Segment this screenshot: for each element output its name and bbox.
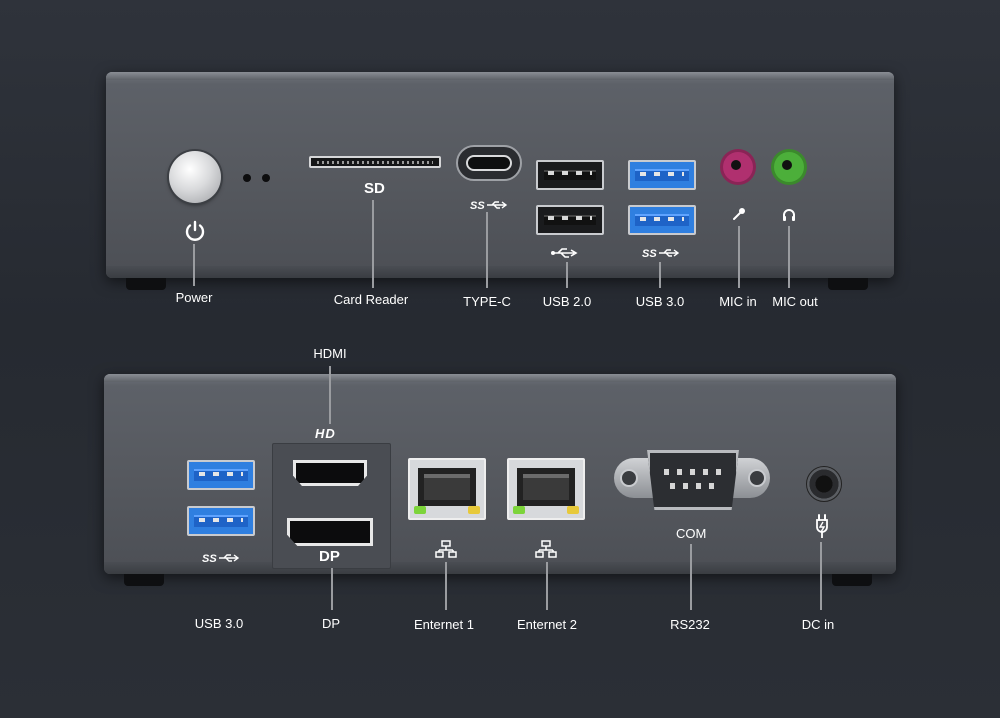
callout-usb20: USB 2.0: [542, 294, 592, 309]
callout-line: [486, 212, 488, 288]
hdmi-port[interactable]: [293, 460, 367, 486]
callout-line: [372, 200, 374, 288]
sd-card-slot[interactable]: [309, 156, 441, 168]
type-c-port[interactable]: [456, 145, 522, 181]
network-icon: [535, 540, 557, 558]
rear-usb3-port-bottom[interactable]: [187, 506, 255, 536]
front-foot-right: [828, 278, 868, 290]
svg-text:SS: SS: [470, 200, 485, 212]
hdmi-logo: HD: [313, 426, 338, 441]
headphone-icon: [783, 209, 795, 221]
dp-port-label: DP: [319, 548, 340, 565]
usb2-port-bottom[interactable]: [536, 205, 604, 235]
microphone-icon: [733, 208, 745, 220]
callout-line: [566, 262, 568, 288]
com-screw-left: [620, 469, 638, 487]
led-indicator: [262, 174, 270, 182]
callout-rear-usb30: USB 3.0: [194, 616, 244, 631]
callout-mic-out: MIC out: [772, 294, 818, 309]
usb-icon: [551, 248, 578, 258]
front-foot-left: [126, 278, 166, 290]
rear-usb3-port-top[interactable]: [187, 460, 255, 490]
callout-line: [546, 562, 548, 610]
dc-in-jack[interactable]: [806, 466, 842, 502]
callout-rs232: RS232: [670, 617, 710, 632]
callout-usb30: USB 3.0: [635, 294, 685, 309]
usb3-port-top[interactable]: [628, 160, 696, 190]
callout-line: [738, 226, 740, 288]
callout-dc-in: DC in: [801, 617, 835, 632]
network-icon: [435, 540, 457, 558]
hdmi-top-label: HDMI: [313, 346, 347, 361]
rear-panel-top-edge: [104, 374, 896, 382]
front-panel-bottom-edge: [106, 266, 894, 278]
mic-out-jack[interactable]: [774, 152, 804, 182]
callout-line: [193, 244, 195, 286]
power-button[interactable]: [169, 151, 221, 203]
svg-text:SS: SS: [202, 553, 217, 565]
callout-power: Power: [175, 290, 213, 305]
callout-dp: DP: [321, 616, 341, 631]
front-panel-top-edge: [106, 72, 894, 80]
usb-superspeed-icon: SS: [642, 248, 680, 260]
callout-line: [445, 562, 447, 610]
svg-text:SS: SS: [642, 248, 657, 260]
callout-ethernet-2: Enternet 2: [517, 617, 577, 632]
front-panel: [106, 72, 894, 278]
led-indicator: [243, 174, 251, 182]
ethernet-port-2[interactable]: [507, 458, 585, 520]
callout-line: [820, 542, 822, 610]
mic-in-jack[interactable]: [723, 152, 753, 182]
dc-power-icon: [816, 514, 828, 538]
sd-label: SD: [364, 180, 385, 197]
displayport-port[interactable]: [287, 518, 373, 546]
callout-card-reader: Card Reader: [333, 292, 409, 307]
rs232-port[interactable]: [647, 450, 739, 510]
ethernet-port-1[interactable]: [408, 458, 486, 520]
com-screw-right: [748, 469, 766, 487]
rear-foot-left: [124, 574, 164, 586]
callout-ethernet-1: Enternet 1: [414, 617, 474, 632]
usb3-port-bottom[interactable]: [628, 205, 696, 235]
callout-line: [329, 366, 331, 424]
callout-line: [331, 568, 333, 610]
rear-foot-right: [832, 574, 872, 586]
callout-type-c: TYPE-C: [463, 294, 511, 309]
usb-superspeed-icon: SS: [202, 553, 240, 565]
usb-superspeed-icon: SS: [470, 200, 508, 212]
callout-line: [788, 226, 790, 288]
callout-line: [690, 544, 692, 610]
power-icon: [185, 220, 205, 241]
callout-mic-in: MIC in: [719, 294, 757, 309]
com-label: COM: [676, 526, 707, 541]
callout-line: [659, 262, 661, 288]
usb2-port-top[interactable]: [536, 160, 604, 190]
